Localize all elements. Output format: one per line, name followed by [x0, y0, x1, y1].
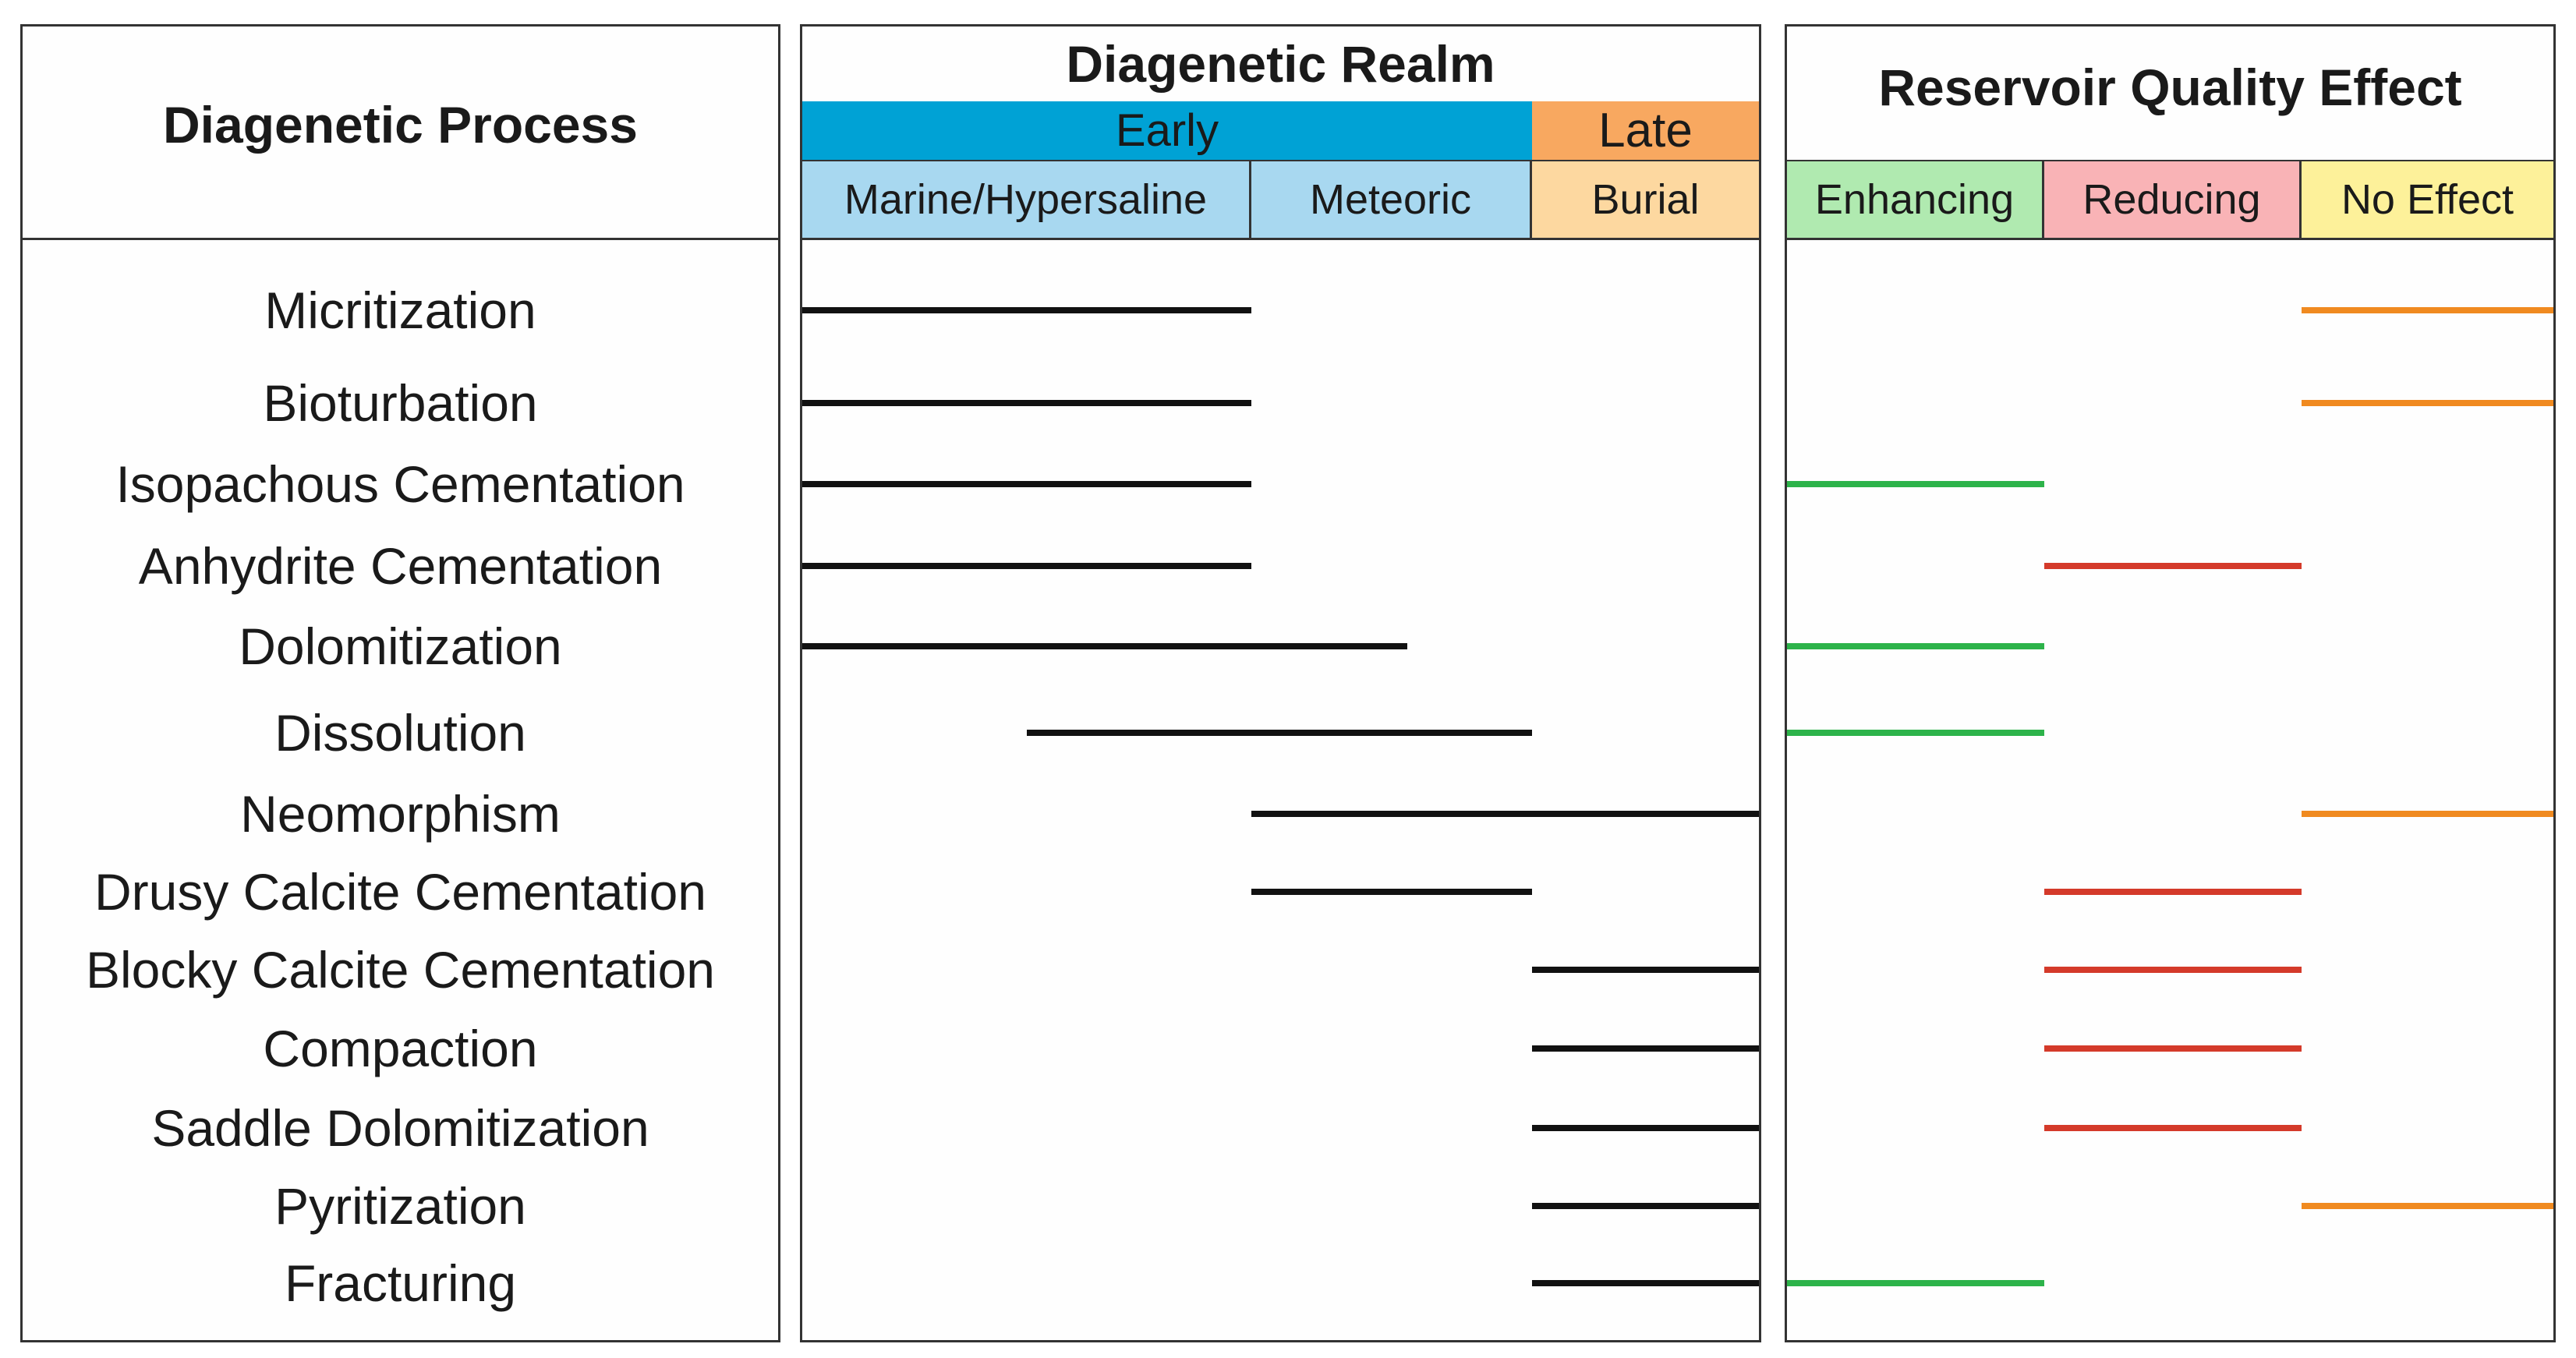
realm-line-micritization — [802, 307, 1251, 313]
realm-phase-divider — [802, 160, 1759, 161]
effect-line-drusy-calcite-cementation — [2044, 889, 2302, 895]
effect-line-compaction — [2044, 1045, 2302, 1052]
realm-column-title: Diagenetic Realm — [1066, 35, 1495, 93]
process-label-saddle-dolomitization: Saddle Dolomitization — [151, 1099, 649, 1157]
effect-title-divider — [1787, 160, 2553, 161]
env-burial: Burial — [1532, 161, 1759, 238]
process-label-anhydrite-cementation: Anhydrite Cementation — [138, 537, 663, 595]
effect-reducing-label: Reducing — [2082, 176, 2261, 223]
effect-line-fracturing — [1787, 1280, 2044, 1286]
process-label-neomorphism: Neomorphism — [240, 785, 561, 843]
process-label-dolomitization: Dolomitization — [239, 617, 562, 675]
effect-line-neomorphism — [2302, 811, 2553, 817]
realm-header-divider — [802, 238, 1759, 240]
realm-line-pyritization — [1532, 1203, 1759, 1209]
effect-column-title: Reservoir Quality Effect — [1878, 58, 2462, 116]
process-label-dissolution: Dissolution — [274, 704, 526, 762]
env-meteoric-label: Meteoric — [1309, 176, 1472, 223]
realm-line-blocky-calcite-cementation — [1532, 967, 1759, 973]
effect-no-effect: No Effect — [2302, 161, 2553, 238]
effect-enhancing: Enhancing — [1787, 161, 2044, 238]
process-header-divider — [23, 238, 778, 240]
effect-reducing: Reducing — [2044, 161, 2302, 238]
phase-early: Early — [802, 101, 1532, 160]
realm-line-compaction — [1532, 1045, 1759, 1052]
realm-line-neomorphism — [1251, 811, 1759, 817]
phase-early-label: Early — [1115, 105, 1219, 156]
effect-line-anhydrite-cementation — [2044, 563, 2302, 569]
realm-panel: Diagenetic Realm Early Late Marine/Hyper… — [800, 24, 1761, 1342]
env-marine-hypersaline-label: Marine/Hypersaline — [844, 176, 1208, 223]
effect-panel: Reservoir Quality Effect Enhancing Reduc… — [1785, 24, 2556, 1342]
env-burial-label: Burial — [1591, 176, 1700, 223]
env-marine-hypersaline: Marine/Hypersaline — [802, 161, 1251, 238]
realm-line-dissolution — [1027, 730, 1532, 736]
process-label-pyritization: Pyritization — [274, 1177, 526, 1235]
realm-line-dolomitization — [802, 643, 1407, 649]
effect-line-micritization — [2302, 307, 2553, 313]
process-label-compaction: Compaction — [263, 1020, 538, 1077]
phase-late-label: Late — [1598, 104, 1693, 157]
effect-header-divider — [1787, 238, 2553, 240]
process-label-drusy-calcite-cementation: Drusy Calcite Cementation — [94, 863, 706, 921]
realm-line-drusy-calcite-cementation — [1251, 889, 1532, 895]
effect-line-isopachous-cementation — [1787, 481, 2044, 487]
effect-line-blocky-calcite-cementation — [2044, 967, 2302, 973]
realm-line-anhydrite-cementation — [802, 563, 1251, 569]
env-meteoric: Meteoric — [1251, 161, 1532, 238]
effect-line-dolomitization — [1787, 643, 2044, 649]
phase-late: Late — [1532, 101, 1759, 160]
effect-line-pyritization — [2302, 1203, 2553, 1209]
process-label-bioturbation: Bioturbation — [263, 374, 538, 432]
effect-no-effect-label: No Effect — [2341, 176, 2514, 223]
process-label-micritization: Micritization — [264, 281, 536, 339]
realm-line-fracturing — [1532, 1280, 1759, 1286]
process-label-isopachous-cementation: Isopachous Cementation — [115, 455, 685, 513]
process-column-title: Diagenetic Process — [163, 96, 638, 154]
realm-line-saddle-dolomitization — [1532, 1125, 1759, 1131]
realm-line-isopachous-cementation — [802, 481, 1251, 487]
effect-line-bioturbation — [2302, 400, 2553, 406]
process-label-blocky-calcite-cementation: Blocky Calcite Cementation — [85, 941, 716, 999]
effect-enhancing-label: Enhancing — [1814, 176, 2015, 223]
realm-line-bioturbation — [802, 400, 1251, 406]
process-label-fracturing: Fracturing — [284, 1254, 517, 1312]
effect-line-saddle-dolomitization — [2044, 1125, 2302, 1131]
effect-line-dissolution — [1787, 730, 2044, 736]
